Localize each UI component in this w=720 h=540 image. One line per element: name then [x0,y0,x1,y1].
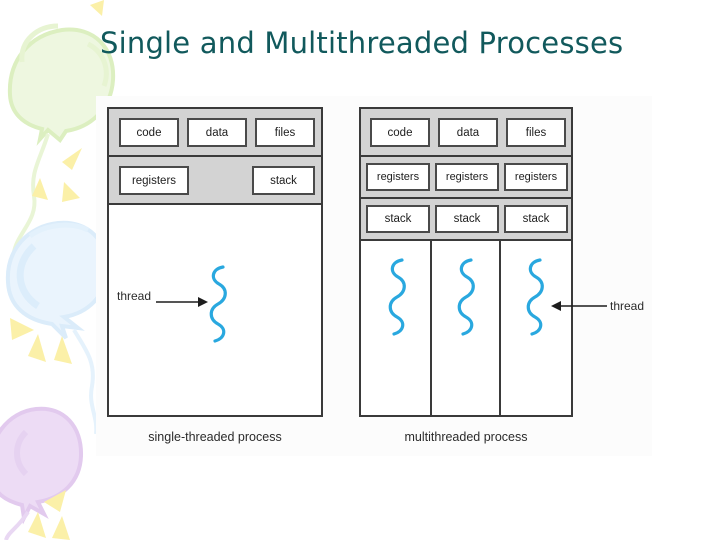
single-thread-label: thread [117,289,151,303]
multi-registers-label-2: registers [445,171,489,183]
single-thread-label-text: thread [117,289,152,303]
multi-stack-label-1: stack [384,213,412,225]
single-thread-arrow [156,297,208,307]
single-registers-label: registers [131,174,177,187]
single-thread-state-band: registers stack [109,157,321,205]
single-shared-band: code data files [109,109,321,157]
single-stack-box: stack [252,166,315,195]
multi-column-divider-2 [499,241,501,415]
single-code-box: code [119,118,179,147]
multi-registers-box-3: registers [504,163,568,191]
single-data-box: data [187,118,247,147]
multi-stack-box-3: stack [504,205,568,233]
multi-thread-label-text: thread [610,299,645,313]
page-title: Single and Multithreaded Processes [100,26,624,60]
green-balloon-rays [32,0,104,202]
multi-shared-band: code data files [361,109,571,157]
single-files-label: files [274,126,296,139]
multi-code-box: code [370,118,430,147]
multithreaded-caption: multithreaded process [404,430,528,444]
single-code-label: code [136,126,162,139]
multi-stack-box-2: stack [435,205,499,233]
multi-stack-band: stack stack stack [361,199,571,241]
multi-stack-box-1: stack [366,205,430,233]
multi-data-box: data [438,118,498,147]
multi-thread-label: thread [610,299,644,313]
multi-registers-label-1: registers [376,171,420,183]
multi-thread-squiggle-1 [388,258,406,336]
blue-balloon-rays [10,318,72,364]
single-thread-squiggle [209,265,227,343]
multithreaded-diagram: code data files registers registers regi… [359,107,573,417]
single-files-box: files [255,118,315,147]
blue-balloon [5,220,110,435]
purple-balloon-rays [28,490,70,540]
multi-files-label: files [525,126,547,139]
multi-files-box: files [506,118,566,147]
multi-code-label: code [387,126,413,139]
single-registers-box: registers [119,166,189,195]
multi-registers-box-2: registers [435,163,499,191]
single-threaded-diagram: code data files registers stack [107,107,323,417]
multi-registers-band: registers registers registers [361,157,571,199]
multi-thread-arrow [551,301,607,311]
single-stack-label: stack [270,174,297,187]
multi-registers-label-3: registers [514,171,558,183]
single-threaded-caption: single-threaded process [148,430,282,444]
single-data-label: data [205,126,229,139]
multi-stack-label-3: stack [522,213,550,225]
multi-stack-label-2: stack [453,213,481,225]
purple-balloon [0,406,84,540]
multi-thread-squiggle-3 [526,258,544,336]
multi-thread-squiggle-2 [457,258,475,336]
multi-registers-box-1: registers [366,163,430,191]
multi-data-label: data [456,126,480,139]
multi-column-divider-1 [430,241,432,415]
